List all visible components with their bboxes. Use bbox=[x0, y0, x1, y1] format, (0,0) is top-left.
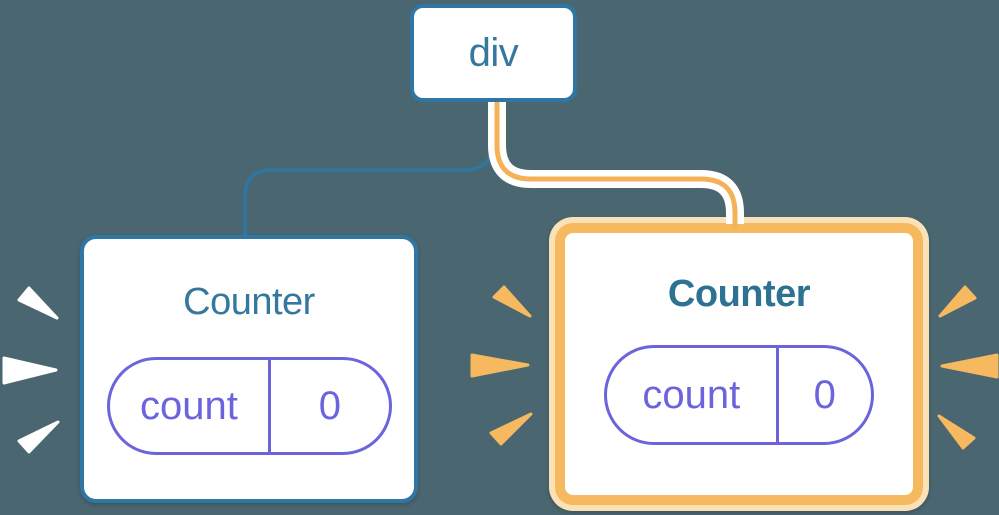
burst-ray bbox=[17, 420, 60, 454]
counter-card-right-highlight-ring: Counter count 0 bbox=[549, 217, 929, 511]
burst-ray bbox=[492, 285, 532, 318]
div-node: div bbox=[410, 4, 577, 102]
edge-div-to-left-counter bbox=[243, 100, 495, 239]
state-key-left: count bbox=[110, 360, 272, 452]
state-pill-left: count 0 bbox=[106, 357, 392, 455]
state-value-right: 0 bbox=[813, 372, 836, 417]
state-pill-right: count 0 bbox=[604, 345, 874, 445]
state-value-left: 0 bbox=[318, 383, 342, 428]
edge-div-to-right-counter-casing bbox=[488, 100, 744, 224]
state-key-right: count bbox=[607, 348, 779, 442]
burst-ray bbox=[940, 353, 999, 379]
counter-title-left: Counter bbox=[183, 281, 315, 323]
counter-card-right: Counter count 0 bbox=[555, 223, 923, 505]
burst-ray bbox=[470, 353, 530, 378]
burst-ray bbox=[937, 414, 976, 450]
edge-div-to-right-counter-core bbox=[494, 100, 738, 229]
burst-rays-white-icon bbox=[2, 286, 60, 454]
burst-ray bbox=[17, 286, 59, 320]
burst-rays-orange-right-icon bbox=[937, 285, 999, 450]
counter-card-left: Counter count 0 bbox=[80, 235, 418, 503]
burst-ray bbox=[938, 285, 977, 318]
counter-title-right: Counter bbox=[667, 273, 811, 315]
burst-ray bbox=[489, 412, 533, 446]
div-node-label: div bbox=[468, 30, 519, 75]
burst-ray bbox=[2, 356, 58, 385]
burst-rays-orange-left-icon bbox=[470, 285, 533, 446]
